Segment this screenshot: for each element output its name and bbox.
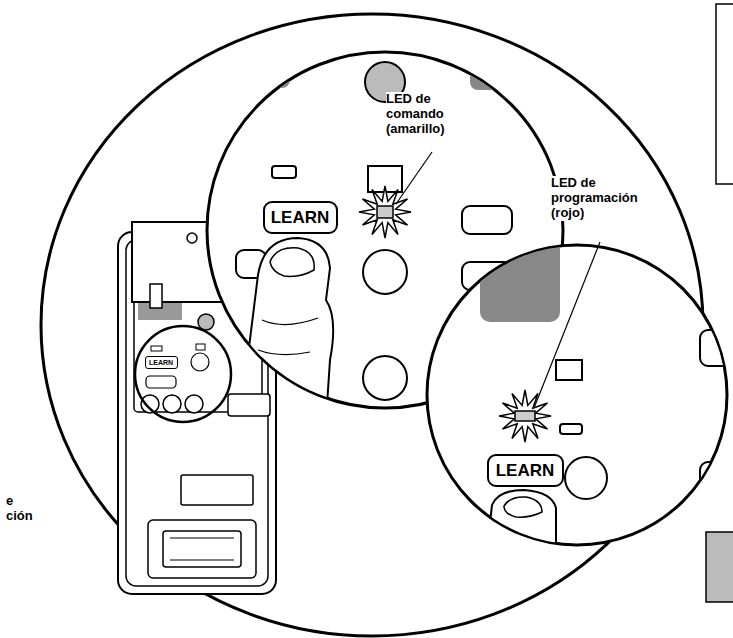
cut-text: ción	[6, 509, 33, 524]
callout-label: LED de comando (amarillo)	[386, 92, 466, 137]
magnified-learn-detail	[427, 230, 733, 589]
leader-line	[534, 242, 600, 408]
edge-panel	[706, 532, 733, 602]
button-label: LEARN	[271, 209, 330, 226]
edge-panel	[716, 4, 733, 184]
leader-line	[396, 152, 432, 204]
led	[515, 411, 535, 421]
button-label: LEARN	[496, 462, 555, 479]
learn-button: LEARN	[263, 201, 338, 234]
button-label: LEARN	[149, 359, 173, 366]
cut-text: e	[6, 494, 13, 509]
learn-button: LEARN	[487, 454, 564, 487]
learn-button-small: LEARN	[145, 356, 178, 369]
led	[377, 206, 393, 218]
callout-label: LED de programación (rojo)	[551, 176, 643, 221]
wall-control	[118, 222, 276, 594]
led-burst	[499, 390, 551, 442]
